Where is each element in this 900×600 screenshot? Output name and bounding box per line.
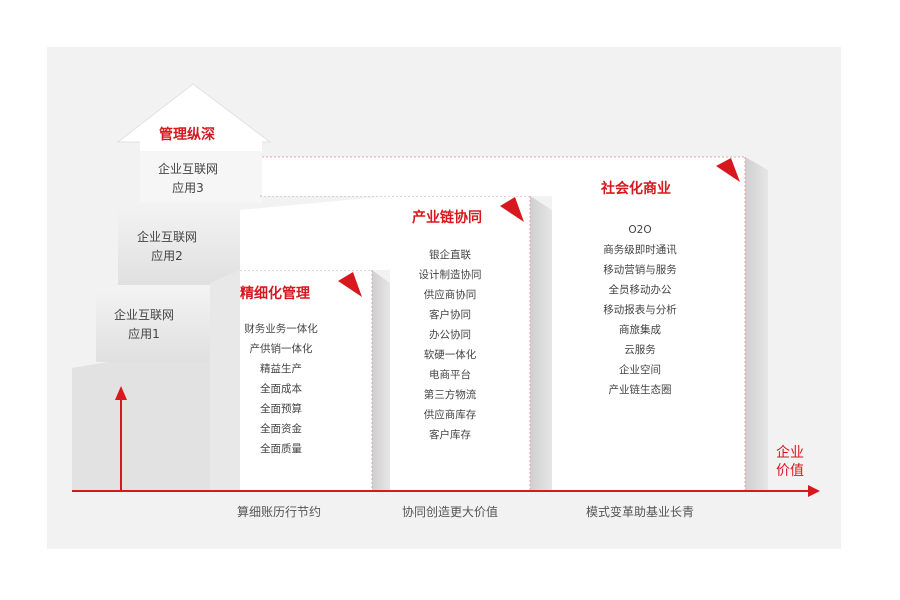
list-item: 产供销一体化 <box>249 343 313 355</box>
panel-3-shape <box>262 156 768 490</box>
list-item: 全面资金 <box>260 423 302 435</box>
step-2-label-line1: 企业互联网 <box>136 230 197 244</box>
axis-label-1: 算细账历行节约 <box>237 505 322 519</box>
panel-1-corner-marker <box>338 272 362 297</box>
list-item: 全面成本 <box>260 383 302 395</box>
panel-3-corner-marker <box>716 158 740 182</box>
list-item: 全员移动办公 <box>608 284 672 296</box>
panel-1-list: 财务业务一体化 产供销一体化 精益生产 全面成本 全面预算 全面资金 全面质量 <box>231 319 331 459</box>
list-item: 客户库存 <box>429 429 471 441</box>
step-3-label-line2: 应用3 <box>172 181 204 195</box>
list-item: 企业空间 <box>619 364 661 376</box>
step-1-label: 企业互联网 应用1 <box>104 306 184 344</box>
axis-label-3: 模式变革助基业长青 <box>586 505 695 519</box>
step-3-label-line1: 企业互联网 <box>157 162 218 176</box>
list-item: 全面质量 <box>260 443 302 455</box>
axes <box>72 386 820 497</box>
list-item: 移动报表与分析 <box>603 304 677 316</box>
panel-2-title: 产业链协同 <box>412 210 482 226</box>
list-item: 银企直联 <box>429 249 471 261</box>
step-base <box>72 360 240 490</box>
list-item: 电商平台 <box>429 369 471 381</box>
list-item: O2O <box>628 224 652 236</box>
step-2-label-line2: 应用2 <box>151 249 183 263</box>
list-item: 商旅集成 <box>619 324 661 336</box>
list-item: 软硬一体化 <box>423 349 477 361</box>
list-item: 精益生产 <box>260 363 302 375</box>
list-item: 云服务 <box>624 344 656 356</box>
step-2-label: 企业互联网 应用2 <box>127 228 207 266</box>
list-item: 移动营销与服务 <box>603 264 677 276</box>
list-item: 第三方物流 <box>423 389 477 401</box>
step-2 <box>118 200 262 285</box>
step-3 <box>140 148 262 202</box>
panel-3-title: 社会化商业 <box>601 181 671 197</box>
list-item: 商务级即时通讯 <box>603 244 677 256</box>
axis-label-2: 协同创造更大价值 <box>402 505 499 519</box>
panel-2-list: 银企直联 设计制造协同 供应商协同 客户协同 办公协同 软硬一体化 电商平台 第… <box>400 245 500 445</box>
value-axis-title-line1: 企业 <box>776 445 804 461</box>
list-item: 全面预算 <box>260 403 302 415</box>
panel-3-list: O2O 商务级即时通讯 移动营销与服务 全员移动办公 移动报表与分析 商旅集成 … <box>590 220 690 400</box>
panel-2-shape <box>240 195 552 490</box>
panel-1-shape <box>210 269 390 490</box>
list-item: 办公协同 <box>429 329 471 341</box>
panel-1-title: 精细化管理 <box>240 286 310 302</box>
step-1-label-line2: 应用1 <box>128 327 160 341</box>
step-1 <box>96 283 242 362</box>
list-item: 供应商协同 <box>423 289 477 301</box>
x-axis-arrowhead <box>808 485 820 497</box>
list-item: 产业链生态圈 <box>608 384 672 396</box>
step-3-label: 企业互联网 应用3 <box>148 160 228 198</box>
step-1-label-line1: 企业互联网 <box>113 308 174 322</box>
list-item: 财务业务一体化 <box>244 323 318 335</box>
list-item: 供应商库存 <box>423 409 477 421</box>
list-item: 客户协同 <box>429 309 471 321</box>
y-axis-arrowhead <box>115 386 127 400</box>
up-arrow-shaft <box>140 141 262 151</box>
panel-2-corner-marker <box>500 197 524 222</box>
list-item: 设计制造协同 <box>418 269 482 281</box>
value-axis-title: 企业 价值 <box>770 444 810 480</box>
arrow-title: 管理纵深 <box>159 127 215 143</box>
staircase <box>72 83 272 490</box>
value-axis-title-line2: 价值 <box>776 463 804 479</box>
